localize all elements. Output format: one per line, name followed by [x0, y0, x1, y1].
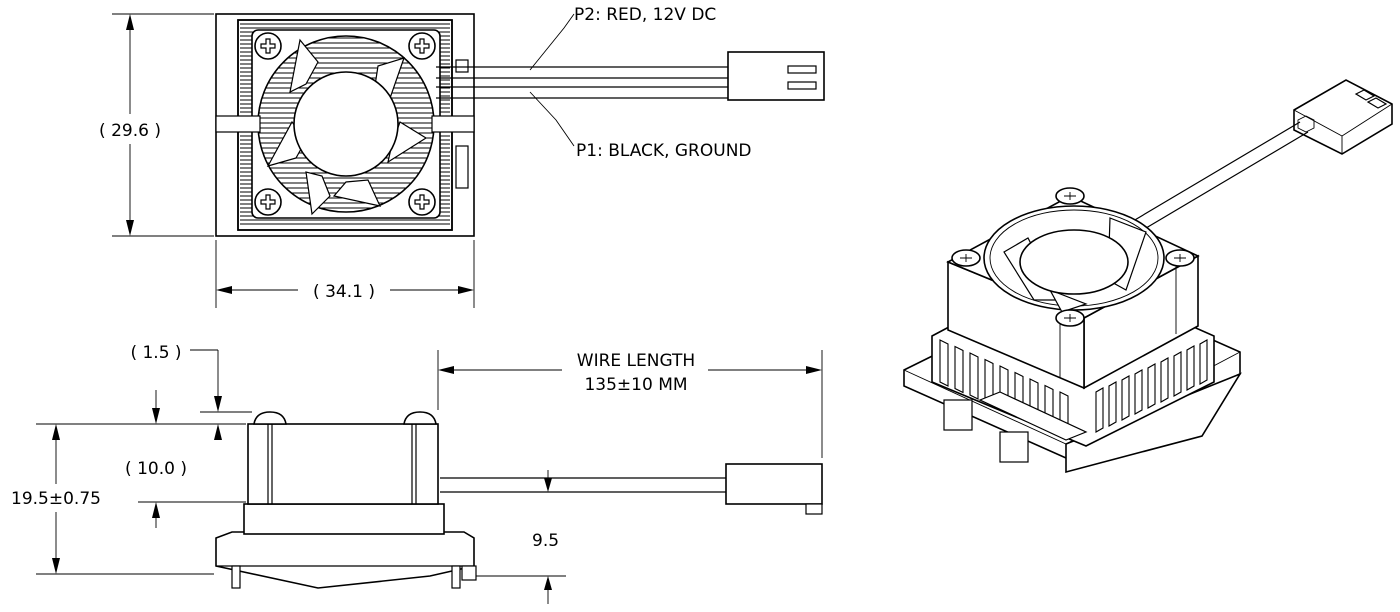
wire-offset-dimension: 9.5 — [476, 470, 566, 604]
top-view-clip-right — [431, 115, 475, 133]
width-dim-label: ( 34.1 ) — [313, 282, 375, 302]
top-view-wires — [436, 66, 728, 99]
iso-connector — [1293, 79, 1393, 155]
fan-height-dim-label: ( 10.0 ) — [125, 459, 187, 479]
pin1-label: P1: BLACK, GROUND — [576, 141, 752, 161]
isometric-view — [903, 79, 1393, 474]
side-view-base-plate — [215, 531, 475, 589]
total-height-dim-label: 19.5±0.75 — [11, 489, 101, 509]
top-view-height-dimension: ( 29.6 ) — [86, 13, 214, 237]
top-view-fan-hub — [293, 71, 399, 177]
top-view-clip-slot — [455, 145, 469, 189]
iso-screws — [951, 187, 1195, 327]
screw-head-dim-label: ( 1.5 ) — [130, 343, 181, 363]
top-view-clip-notch — [455, 59, 469, 73]
side-view-pin-right — [451, 565, 461, 589]
top-view: P2: RED, 12V DC P1: BLACK, GROUND ( 29.6… — [86, 5, 825, 308]
pin2-leader — [529, 13, 575, 71]
fan-height-dimension: ( 10.0 ) — [36, 390, 246, 528]
top-view-clip-left — [215, 115, 261, 133]
total-height-dimension: 19.5±0.75 — [11, 424, 214, 575]
side-view-fan-body — [247, 423, 439, 505]
iso-clip — [978, 391, 1088, 441]
side-view-screw-left — [253, 411, 287, 425]
side-view-pin-left — [231, 565, 241, 589]
top-view-connector — [727, 51, 825, 101]
top-view-screws — [254, 32, 436, 216]
screw-head-dimension: ( 1.5 ) — [130, 343, 252, 440]
pin2-label: P2: RED, 12V DC — [574, 5, 716, 25]
pin1-leader — [529, 91, 575, 147]
side-view-connector — [725, 463, 823, 515]
side-view: WIRE LENGTH 135±10 MM ( 1.5 ) ( 10.0 ) — [11, 343, 823, 604]
wire-length-dimension: WIRE LENGTH 135±10 MM — [437, 350, 823, 458]
side-view-tab-right — [461, 565, 477, 581]
wire-offset-dim-label: 9.5 — [532, 531, 559, 551]
iso-pin-right — [999, 431, 1029, 463]
wire-length-label: WIRE LENGTH — [577, 351, 695, 371]
side-view-heatsink — [243, 503, 445, 535]
top-view-width-dimension: ( 34.1 ) — [215, 240, 475, 308]
wire-length-value: 135±10 MM — [584, 375, 687, 395]
iso-pin-left — [943, 399, 973, 431]
height-dim-label: ( 29.6 ) — [99, 121, 161, 141]
side-view-screw-right — [403, 411, 437, 425]
iso-fan-hub — [1019, 229, 1129, 295]
